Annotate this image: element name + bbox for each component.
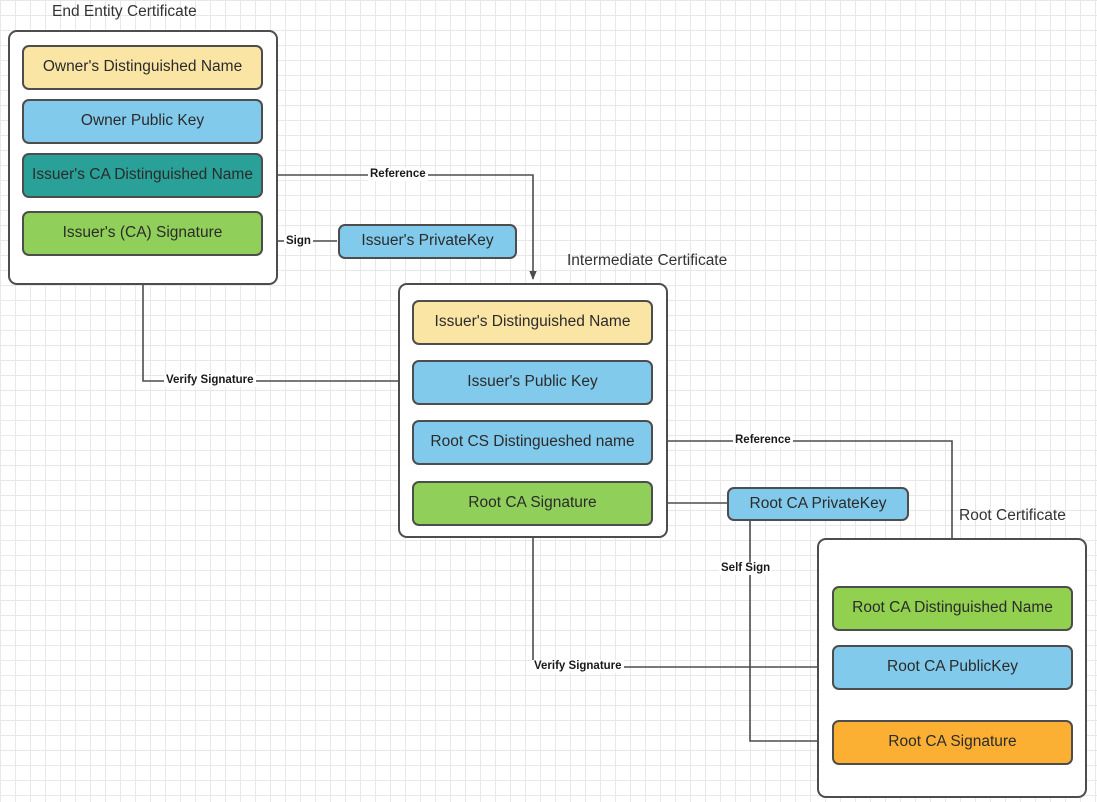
row-label: Root CA Signature: [888, 733, 1017, 751]
end-entity-row-owner-public-key[interactable]: Owner Public Key: [22, 99, 263, 144]
key-label: Issuer's PrivateKey: [361, 232, 494, 250]
row-label: Root CS Distingueshed name: [430, 433, 635, 451]
row-label: Issuer's Public Key: [467, 373, 598, 391]
row-label: Issuer's Distinguished Name: [434, 313, 631, 331]
root-ca-private-key-box[interactable]: Root CA PrivateKey: [727, 487, 909, 521]
edge-label-reference-2: Reference: [733, 434, 793, 447]
edge-label-verify-signature-2: Verify Signature: [532, 660, 624, 673]
intermediate-row-issuer-public-key[interactable]: Issuer's Public Key: [412, 360, 653, 405]
end-entity-row-issuer-ca-signature[interactable]: Issuer's (CA) Signature: [22, 211, 263, 256]
root-row-root-ca-public-key[interactable]: Root CA PublicKey: [832, 645, 1073, 690]
group-title-intermediate: Intermediate Certificate: [567, 252, 728, 269]
intermediate-row-root-cs-dn[interactable]: Root CS Distingueshed name: [412, 420, 653, 465]
intermediate-row-root-ca-signature[interactable]: Root CA Signature: [412, 481, 653, 526]
group-title-root: Root Certificate: [959, 507, 1066, 524]
row-label: Root CA Distinguished Name: [852, 599, 1053, 617]
row-label: Root CA Signature: [468, 494, 597, 512]
key-label: Root CA PrivateKey: [749, 494, 887, 512]
root-row-root-ca-dn[interactable]: Root CA Distinguished Name: [832, 586, 1073, 631]
row-label: Issuer's CA Distinguished Name: [32, 166, 253, 184]
row-label: Issuer's (CA) Signature: [62, 224, 223, 242]
intermediate-row-issuer-dn[interactable]: Issuer's Distinguished Name: [412, 300, 653, 345]
end-entity-row-owner-dn[interactable]: Owner's Distinguished Name: [22, 45, 263, 90]
edge-label-sign-1: Sign: [284, 235, 313, 248]
group-title-end-entity: End Entity Certificate: [52, 3, 197, 20]
row-label: Owner Public Key: [80, 112, 205, 130]
row-label: Owner's Distinguished Name: [42, 58, 243, 76]
edge-label-reference-1: Reference: [368, 168, 428, 181]
row-label: Root CA PublicKey: [887, 658, 1018, 676]
edge-label-verify-signature-1: Verify Signature: [164, 374, 256, 387]
edge-verify-signature-2: [529, 526, 833, 668]
end-entity-row-issuer-ca-dn[interactable]: Issuer's CA Distinguished Name: [22, 153, 263, 198]
edge-label-self-sign: Self Sign: [719, 562, 773, 575]
root-row-root-ca-signature[interactable]: Root CA Signature: [832, 720, 1073, 765]
issuer-private-key-box[interactable]: Issuer's PrivateKey: [338, 224, 517, 259]
